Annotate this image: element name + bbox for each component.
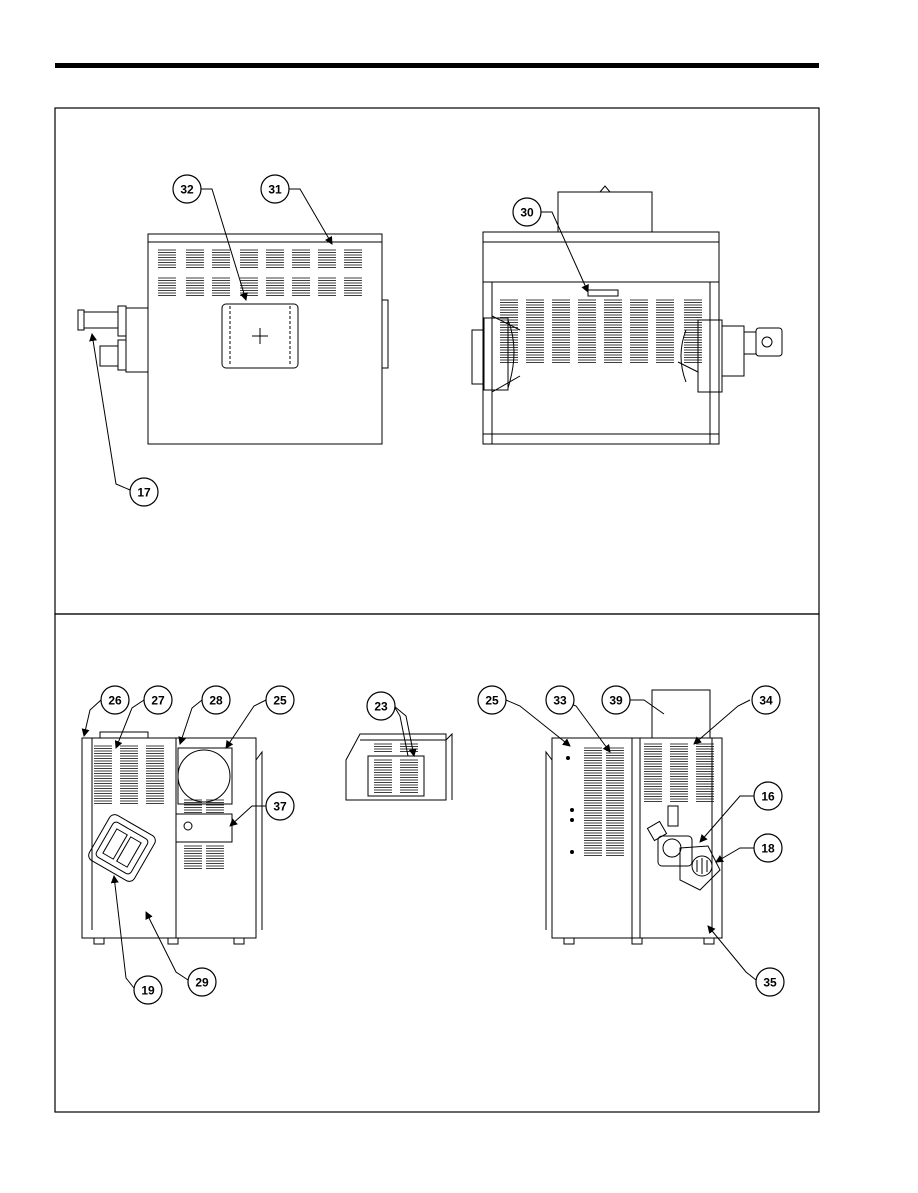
svg-text:37: 37 [273,800,287,814]
callout-17: 17 [130,478,158,506]
svg-text:31: 31 [268,183,282,197]
heater-bottom-right-view [546,690,722,944]
top-panel-frame [55,108,819,614]
svg-text:26: 26 [108,694,122,708]
callout-19: 19 [134,976,162,1004]
svg-text:30: 30 [520,206,534,220]
svg-text:27: 27 [151,694,165,708]
callout-35: 35 [756,968,784,996]
bottom-panel-frame [55,614,819,1112]
heater-top-right-view [472,186,782,444]
louver-detail-view [346,734,452,800]
svg-text:19: 19 [141,984,155,998]
svg-text:34: 34 [759,694,773,708]
svg-text:35: 35 [763,976,777,990]
callout-25: 25 [478,686,506,714]
svg-text:16: 16 [761,790,775,804]
callout-39: 39 [602,686,630,714]
svg-text:32: 32 [180,183,194,197]
callout-32: 32 [173,175,201,203]
heater-top-left-view [78,234,388,444]
callout-33: 33 [546,686,574,714]
svg-text:29: 29 [195,976,209,990]
svg-text:25: 25 [273,694,287,708]
callout-18: 18 [754,834,782,862]
svg-text:39: 39 [609,694,623,708]
callout-23: 23 [367,692,395,720]
svg-text:17: 17 [137,486,151,500]
header-rule [55,63,819,68]
callout-34: 34 [752,686,780,714]
svg-text:33: 33 [553,694,567,708]
louver-grid [374,744,418,793]
callout-30: 30 [513,198,541,226]
louver-grid [584,744,714,856]
callout-25: 25 [266,686,294,714]
svg-text:23: 23 [374,700,388,714]
callout-37: 37 [266,792,294,820]
callout-27: 27 [144,686,172,714]
svg-text:18: 18 [761,842,775,856]
louver-grid [500,300,702,363]
callout-28: 28 [202,686,230,714]
svg-text:25: 25 [485,694,499,708]
svg-text:28: 28 [209,694,223,708]
callout-31: 31 [261,175,289,203]
callout-16: 16 [754,782,782,810]
louver-grid [158,250,362,296]
callout-26: 26 [101,686,129,714]
louver-grid [94,746,224,869]
heater-bottom-left-view [82,732,262,944]
callout-29: 29 [188,968,216,996]
